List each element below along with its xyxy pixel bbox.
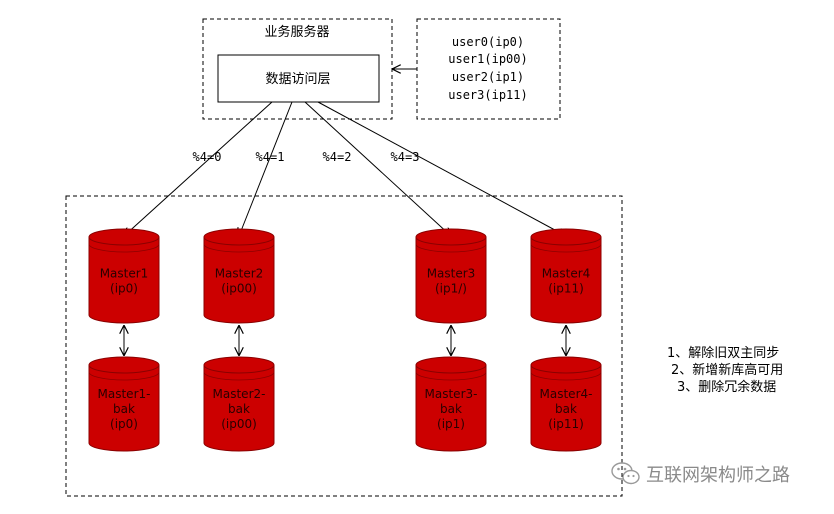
route-arrow-2 [304, 101, 451, 236]
master-db-3: Master3(ip1/) [415, 228, 487, 324]
backup-db-1: Master1-bak(ip0) [88, 356, 160, 452]
master-db-4: Master4(ip11) [530, 228, 602, 324]
db-label-line: (ip1) [437, 417, 465, 431]
edge-label-1: %4=1 [256, 150, 285, 164]
backup-db-3: Master3-bak(ip1) [415, 356, 487, 452]
routing-table-frame [416, 18, 561, 120]
watermark: 互联网架构师之路 [611, 462, 790, 486]
service-server-frame [202, 18, 393, 120]
backup-db-4: Master4-bak(ip11) [530, 356, 602, 452]
edge-label-2: %4=2 [323, 150, 352, 164]
route-arrow-3 [317, 101, 566, 236]
db-label-line: (ip0) [110, 282, 138, 296]
db-label-line: Master3 [427, 267, 476, 281]
step-1: 1、解除旧双主同步 [667, 346, 779, 361]
step-3: 3、删除冗余数据 [677, 379, 776, 395]
db-label-line: Master4- [540, 387, 593, 401]
cylinder-body [203, 356, 275, 452]
cylinder-body [88, 356, 160, 452]
db-label-line: (ip11) [548, 417, 584, 431]
db-label-line: (ip00) [221, 417, 257, 431]
cylinder-body [88, 228, 160, 324]
watermark-text: 互联网架构师之路 [646, 465, 790, 486]
edge-label-3: %4=3 [391, 150, 420, 164]
routing-arrows [124, 101, 566, 236]
routing-table-lines: user0(ip0) user1(ip00) user2(ip1) user3(… [448, 35, 527, 102]
backup-db-2: Master2-bak(ip00) [203, 356, 275, 452]
db-label-line: (ip00) [221, 282, 257, 296]
wechat-icon [611, 462, 640, 485]
cylinder-body [530, 228, 602, 324]
cylinder-body [203, 228, 275, 324]
db-label-line: Master3- [425, 387, 478, 401]
master-db-1: Master1(ip0) [88, 228, 160, 324]
db-label-line: (ip1/) [435, 282, 467, 296]
db-label-line: (ip11) [548, 282, 584, 296]
db-label-line: Master1- [98, 387, 151, 401]
db-label-line: bak [113, 402, 135, 416]
data-access-layer-box [217, 54, 380, 103]
database-layer: Master1(ip0)Master1-bak(ip0)Master2(ip00… [88, 228, 602, 452]
cylinder-body [415, 356, 487, 452]
db-label-line: bak [440, 402, 462, 416]
data-access-layer-label: 数据访问层 [265, 72, 330, 87]
routing-line-1: user1(ip00) [448, 52, 527, 66]
cylinder-body [415, 228, 487, 324]
routing-line-3: user3(ip11) [448, 88, 527, 102]
db-label-line: Master2 [215, 267, 264, 281]
routing-line-0: user0(ip0) [452, 35, 524, 49]
master-db-2: Master2(ip00) [203, 228, 275, 324]
service-server-title: 业务服务器 [264, 24, 329, 40]
routing-line-2: user2(ip1) [452, 70, 524, 84]
db-label-line: bak [555, 402, 577, 416]
route-arrow-1 [239, 101, 293, 236]
db-label-line: Master2- [213, 387, 266, 401]
db-label-line: (ip0) [110, 417, 138, 431]
steps-list: 1、解除旧双主同步 2、新增新库高可用 3、删除冗余数据 [667, 346, 783, 395]
edge-labels: %4=0 %4=1 %4=2 %4=3 [193, 150, 420, 164]
edge-label-0: %4=0 [193, 150, 222, 164]
step-2: 2、新增新库高可用 [671, 362, 783, 378]
route-arrow-0 [124, 101, 273, 236]
db-label-line: bak [228, 402, 250, 416]
db-label-line: Master1 [100, 267, 149, 281]
cylinder-body [530, 356, 602, 452]
db-label-line: Master4 [542, 267, 591, 281]
database-cluster-frame [65, 195, 623, 497]
